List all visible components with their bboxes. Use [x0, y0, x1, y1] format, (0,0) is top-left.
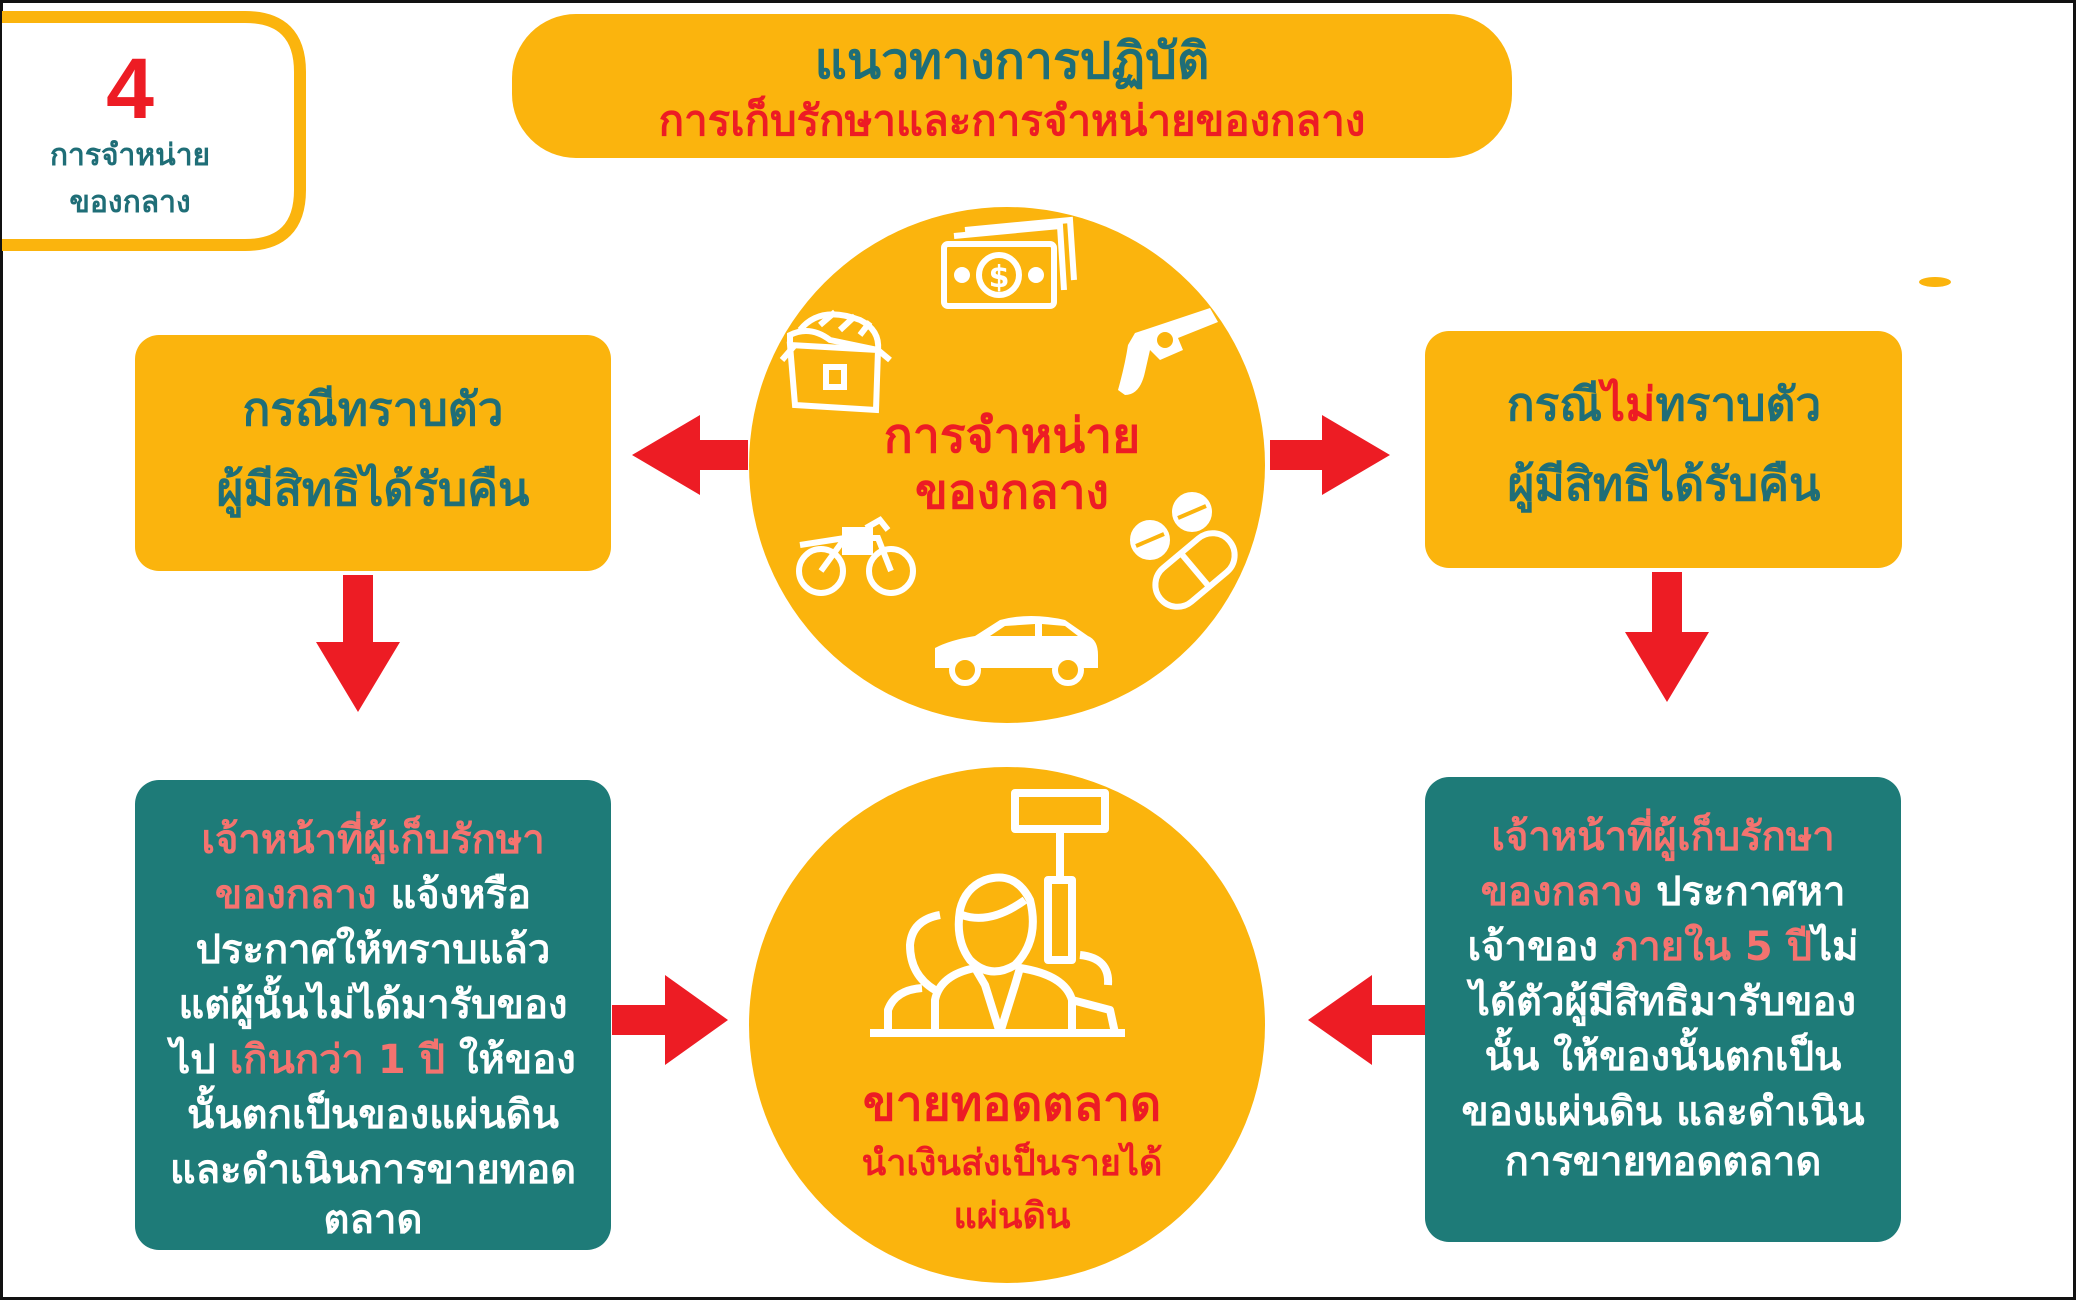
- left-detail-line7: และดำเนินการขายทอด: [170, 1147, 576, 1193]
- treasure-chest-icon: [779, 309, 892, 414]
- gun-icon: [1118, 308, 1218, 395]
- right-detail-line1: เจ้าหน้าที่ผู้เก็บรักษา: [1491, 808, 1834, 861]
- auction-title: ขายทอดตลาด: [863, 1076, 1161, 1132]
- center-title-line2: ของกลาง: [915, 464, 1109, 520]
- right-detail-line3: เจ้าของ ภายใน 5 ปีไม่: [1467, 923, 1858, 970]
- step-badge: 4 การจำหน่าย ของกลาง: [2, 11, 306, 251]
- right-detail-line6: ของแผ่นดิน และดำเนิน: [1461, 1089, 1864, 1135]
- center-title-line1: การจำหน่าย: [884, 408, 1140, 464]
- auction-line2: แผ่นดิน: [954, 1196, 1071, 1237]
- arrow-right-to-auction: [1308, 975, 1425, 1065]
- left-detail-line5: ไป เกินกว่า 1 ปี ให้ของ: [166, 1036, 576, 1083]
- right-case-line1: กรณีไม่ทราบตัว: [1507, 377, 1821, 431]
- arrow-left-down: [316, 575, 400, 712]
- right-detail-box: เจ้าหน้าที่ผู้เก็บรักษา ของกลาง ประกาศหา…: [1425, 777, 1901, 1242]
- header-banner: แนวทางการปฏิบัติ การเก็บรักษาและการจำหน่…: [512, 14, 1512, 158]
- arrow-to-right-case: [1270, 415, 1390, 495]
- arrow-right-down: [1625, 572, 1709, 702]
- header-subtitle: การเก็บรักษาและการจำหน่ายของกลาง: [659, 95, 1366, 145]
- auction-circle: ขายทอดตลาด นำเงินส่งเป็นรายได้ แผ่นดิน: [749, 767, 1265, 1283]
- step-label-line2: ของกลาง: [69, 185, 190, 220]
- right-detail-line7: การขายทอดตลาด: [1505, 1139, 1822, 1185]
- left-detail-line4: แต่ผู้นั้นไม่ได้มารับของ: [178, 975, 567, 1029]
- left-detail-line8: ตลาด: [324, 1197, 423, 1243]
- step-label-line1: การจำหน่าย: [50, 138, 210, 173]
- svg-text:$: $: [989, 260, 1010, 295]
- left-detail-box: เจ้าหน้าที่ผู้เก็บรักษา ของกลาง แจ้งหรือ…: [135, 780, 611, 1250]
- auction-line1: นำเงินส่งเป็นรายได้: [862, 1140, 1163, 1184]
- car-icon: [935, 616, 1098, 686]
- arrow-to-left-case: [632, 415, 748, 495]
- arrow-left-to-auction: [612, 975, 728, 1065]
- left-case-box: กรณีทราบตัว ผู้มีสิทธิได้รับคืน: [135, 335, 611, 571]
- money-icon: $: [941, 216, 1077, 309]
- step-number: 4: [106, 41, 154, 137]
- left-detail-line1: เจ้าหน้าที่ผู้เก็บรักษา: [201, 811, 544, 864]
- right-detail-line2: ของกลาง ประกาศหา: [1481, 869, 1846, 915]
- right-detail-line4: ได้ตัวผู้มีสิทธิมารับของ: [1466, 978, 1856, 1026]
- motorcycle-icon: [796, 516, 916, 596]
- left-detail-line3: ประกาศให้ทราบแล้ว: [196, 926, 551, 973]
- right-detail-line5: นั้น ให้ของนั้นตกเป็น: [1485, 1027, 1842, 1080]
- right-case-box: กรณีไม่ทราบตัว ผู้มีสิทธิได้รับคืน: [1425, 331, 1902, 568]
- center-circle: $: [749, 207, 1265, 723]
- header-title: แนวทางการปฏิบัติ: [815, 32, 1210, 90]
- right-case-line2: ผู้มีสิทธิได้รับคืน: [1508, 457, 1821, 513]
- decorative-dot: [1919, 277, 1951, 287]
- auction-bidder-icon: [870, 789, 1125, 1037]
- left-detail-line2: ของกลาง แจ้งหรือ: [215, 872, 531, 918]
- left-case-line2: ผู้มีสิทธิได้รับคืน: [217, 462, 530, 518]
- pills-icon: [1130, 492, 1238, 610]
- left-case-line1: กรณีทราบตัว: [243, 382, 504, 436]
- left-detail-line6: นั้นตกเป็นของแผ่นดิน: [187, 1085, 559, 1138]
